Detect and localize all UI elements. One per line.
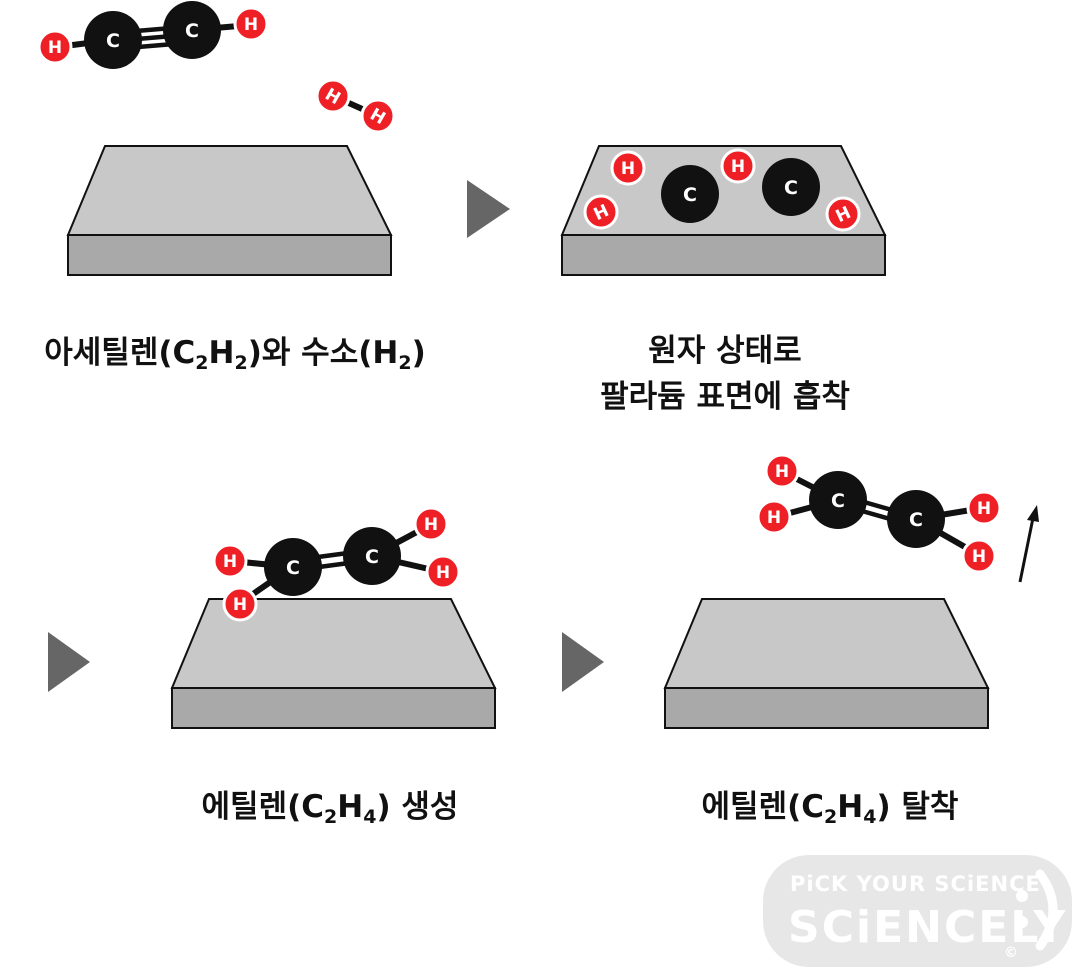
hydrogen-atom: H (966, 490, 1002, 526)
hydrogen-atom: H (360, 98, 396, 134)
next-step-arrow (48, 632, 90, 692)
caption-line: 팔라듐 표면에 흡착 (600, 379, 850, 415)
caption-subscript: 2 (398, 352, 412, 374)
hydrogen-atom: H (720, 148, 756, 184)
caption-subscript: 2 (324, 806, 338, 828)
step3-panel: H H C C H H (171, 506, 496, 729)
atom-label: C (831, 490, 845, 512)
hydrogen-molecule: H H (315, 78, 396, 134)
hydrogen-atom: H (425, 554, 461, 590)
caption-subscript: 2 (234, 352, 248, 374)
hydrogen-atom: H (315, 78, 351, 114)
caption-text: H (208, 335, 235, 371)
hydrogen-atom: H (413, 506, 449, 542)
caption-subscript: 4 (363, 806, 377, 828)
step3-caption: 에틸렌(C2H4) 생성 (120, 784, 540, 830)
hydrogen-atom: H (233, 6, 269, 42)
atom-label: H (775, 462, 789, 482)
watermark-tagline: PiCK YOUR SCiENCE (790, 872, 1041, 896)
hydrogen-atom: H (610, 150, 646, 186)
atom-label: H (731, 157, 745, 177)
acetylene-molecule: H C C H (37, 1, 269, 69)
caption-text: 에틸렌(C (201, 789, 325, 825)
carbon-atom: C (343, 527, 401, 585)
carbon-atom: C (84, 11, 142, 69)
caption-text: 아세틸렌(C (44, 335, 196, 371)
atom-label: H (436, 563, 450, 583)
atom-label: C (365, 546, 379, 568)
carbon-atom: C (887, 490, 945, 548)
step2-panel: H H C H C H (561, 145, 886, 276)
watermark-brand: SCiENCELY (788, 902, 1067, 953)
step1-panel: H C C H H H (37, 1, 396, 276)
atom-label: H (233, 595, 247, 615)
caption-text: 에틸렌(C (701, 789, 825, 825)
hydrogen-atom: H (222, 586, 258, 622)
atom-label: H (244, 15, 258, 35)
smile-eye-icon (1016, 890, 1028, 902)
atom-label: H (972, 547, 986, 567)
sciencely-watermark: PiCK YOUR SCiENCE SCiENCELY © (763, 855, 1072, 967)
caption-text: H (837, 789, 864, 825)
caption-text: )와 수소(H (247, 335, 399, 371)
carbon-atom: C (809, 471, 867, 529)
hydrogen-atom: H (764, 453, 800, 489)
caption-subscript: 2 (824, 806, 838, 828)
caption-subscript: 2 (195, 352, 209, 374)
hydrogen-atom: H (583, 194, 619, 230)
atom-label: H (977, 499, 991, 519)
atom-label: C (286, 557, 300, 579)
caption-text: ) 탈착 (876, 789, 959, 825)
next-step-arrow (467, 180, 510, 238)
smile-mouth-icon (1035, 869, 1058, 951)
palladium-surface (171, 598, 496, 729)
caption-text: ) (411, 335, 426, 371)
step4-caption: 에틸렌(C2H4) 탈착 (620, 784, 1040, 830)
step2-caption: 원자 상태로 팔라듐 표면에 흡착 (540, 328, 910, 420)
carbon-atom: C (661, 165, 719, 223)
step4-panel: H H C C H H (664, 453, 1039, 729)
atom-label: H (621, 159, 635, 179)
hydrogen-atom: H (37, 29, 73, 65)
caption-subscript: 4 (863, 806, 877, 828)
caption-text: H (337, 789, 364, 825)
atom-label: C (683, 184, 697, 206)
atom-label: C (106, 30, 120, 52)
carbon-atom: C (163, 1, 221, 59)
atom-label: H (424, 515, 438, 535)
atom-label: C (784, 177, 798, 199)
hydrogen-atom: H (825, 196, 861, 232)
next-step-arrow (562, 632, 604, 692)
carbon-atom: C (762, 158, 820, 216)
watermark-copyright: © (1004, 945, 1018, 961)
atom-label: H (223, 552, 237, 572)
smile-eye-icon (1016, 916, 1028, 928)
step1-caption: 아세틸렌(C2H2)와 수소(H2) (10, 330, 460, 376)
palladium-surface (67, 145, 392, 276)
ethylene-molecule: H H C C H H (212, 506, 461, 622)
desorption-arrow (1018, 505, 1039, 583)
hydrogen-atom: H (961, 538, 997, 574)
atom-label: C (909, 509, 923, 531)
atom-label: C (185, 20, 199, 42)
caption-text: ) 생성 (376, 789, 459, 825)
hydrogen-atom: H (756, 499, 792, 535)
palladium-surface (664, 598, 989, 729)
caption-line: 원자 상태로 (648, 333, 802, 369)
hydrogen-atom: H (212, 543, 248, 579)
ethylene-molecule: H H C C H H (756, 453, 1002, 574)
carbon-atom: C (264, 538, 322, 596)
atom-label: H (767, 508, 781, 528)
atom-label: H (48, 38, 62, 58)
